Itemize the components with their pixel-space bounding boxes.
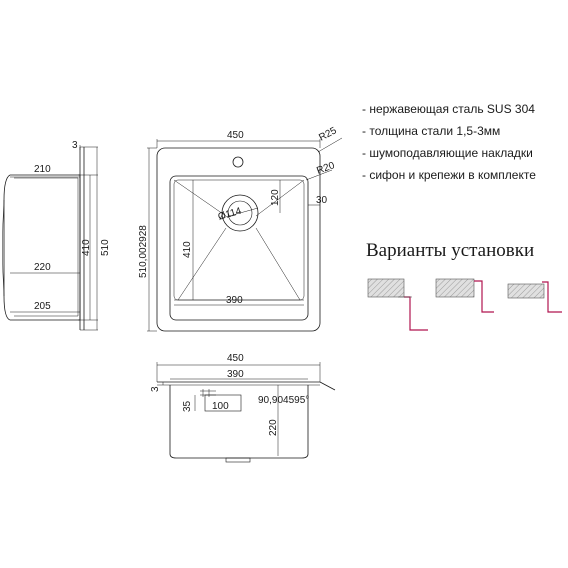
top-view-drain-inner xyxy=(227,200,253,226)
spec-item: - толщина стали 1,5-3мм xyxy=(362,124,501,138)
top-bowl-width-label: 390 xyxy=(226,295,243,306)
spec-item: - нержавеющая сталь SUS 304 xyxy=(362,102,535,116)
front-depth-label: 220 xyxy=(268,419,279,436)
top-view-bowl-inner xyxy=(173,179,305,301)
installation-variants xyxy=(367,278,562,331)
install-variant-undermount xyxy=(367,278,428,331)
spec-item: - сифон и крепежи в комплекте xyxy=(362,168,536,182)
side-view-left-curve xyxy=(2,199,5,297)
top-view-drain-outer xyxy=(221,194,259,232)
top-drain-offset-label: 120 xyxy=(270,189,281,206)
top-view-faucet-hole xyxy=(232,156,244,168)
top-outer-radius-label: R25 xyxy=(317,125,339,144)
top-view-slope-3 xyxy=(177,227,227,301)
variants-title: Варианты установки xyxy=(366,240,535,261)
front-view-drain-stub xyxy=(225,457,251,463)
side-mid-label: 220 xyxy=(34,262,51,273)
install-variant-flush xyxy=(435,278,494,313)
side-top-label: 210 xyxy=(34,164,51,175)
install-variant-overmount xyxy=(507,281,562,313)
front-view xyxy=(156,362,336,463)
top-view-bowl xyxy=(169,175,309,321)
top-r25-leader xyxy=(317,137,343,153)
front-width-label: 450 xyxy=(227,353,244,364)
front-view-overflow xyxy=(204,394,242,412)
side-view-left-edge xyxy=(3,174,11,321)
top-r20-leader xyxy=(305,169,333,181)
side-outer-height-label: 510 xyxy=(100,239,111,256)
top-height-label: 510,002928 xyxy=(138,225,149,278)
side-bottom-label: 205 xyxy=(34,301,51,312)
top-view-slope-1 xyxy=(173,179,227,217)
side-thickness-label: 3 xyxy=(72,140,78,151)
top-view-drain-diameter xyxy=(221,207,259,219)
front-angle-label: 90,904595° xyxy=(258,395,309,406)
side-inner-height-label: 410 xyxy=(81,239,92,256)
front-overflow-height-label: 35 xyxy=(182,400,193,412)
top-view-outer-rim xyxy=(156,147,321,332)
front-thickness-label: 3 xyxy=(150,386,161,392)
top-drain-label: Ø114 xyxy=(217,206,243,223)
top-view xyxy=(147,137,343,332)
front-overflow-label: 100 xyxy=(212,401,229,412)
top-inner-radius-label: R20 xyxy=(315,160,336,177)
spec-item: - шумоподавляющие накладки xyxy=(362,146,533,160)
front-bowl-width-label: 390 xyxy=(227,369,244,380)
top-view-slope-4 xyxy=(255,227,301,301)
side-view-outline xyxy=(10,174,81,321)
side-view-inner-outline xyxy=(14,177,79,317)
side-view xyxy=(2,145,98,331)
top-width-label: 450 xyxy=(227,130,244,141)
spec-list: - нержавеющая сталь SUS 304 - толщина ст… xyxy=(362,98,568,186)
top-bowl-height-label: 410 xyxy=(182,241,193,258)
top-side-label: 30 xyxy=(316,195,328,206)
